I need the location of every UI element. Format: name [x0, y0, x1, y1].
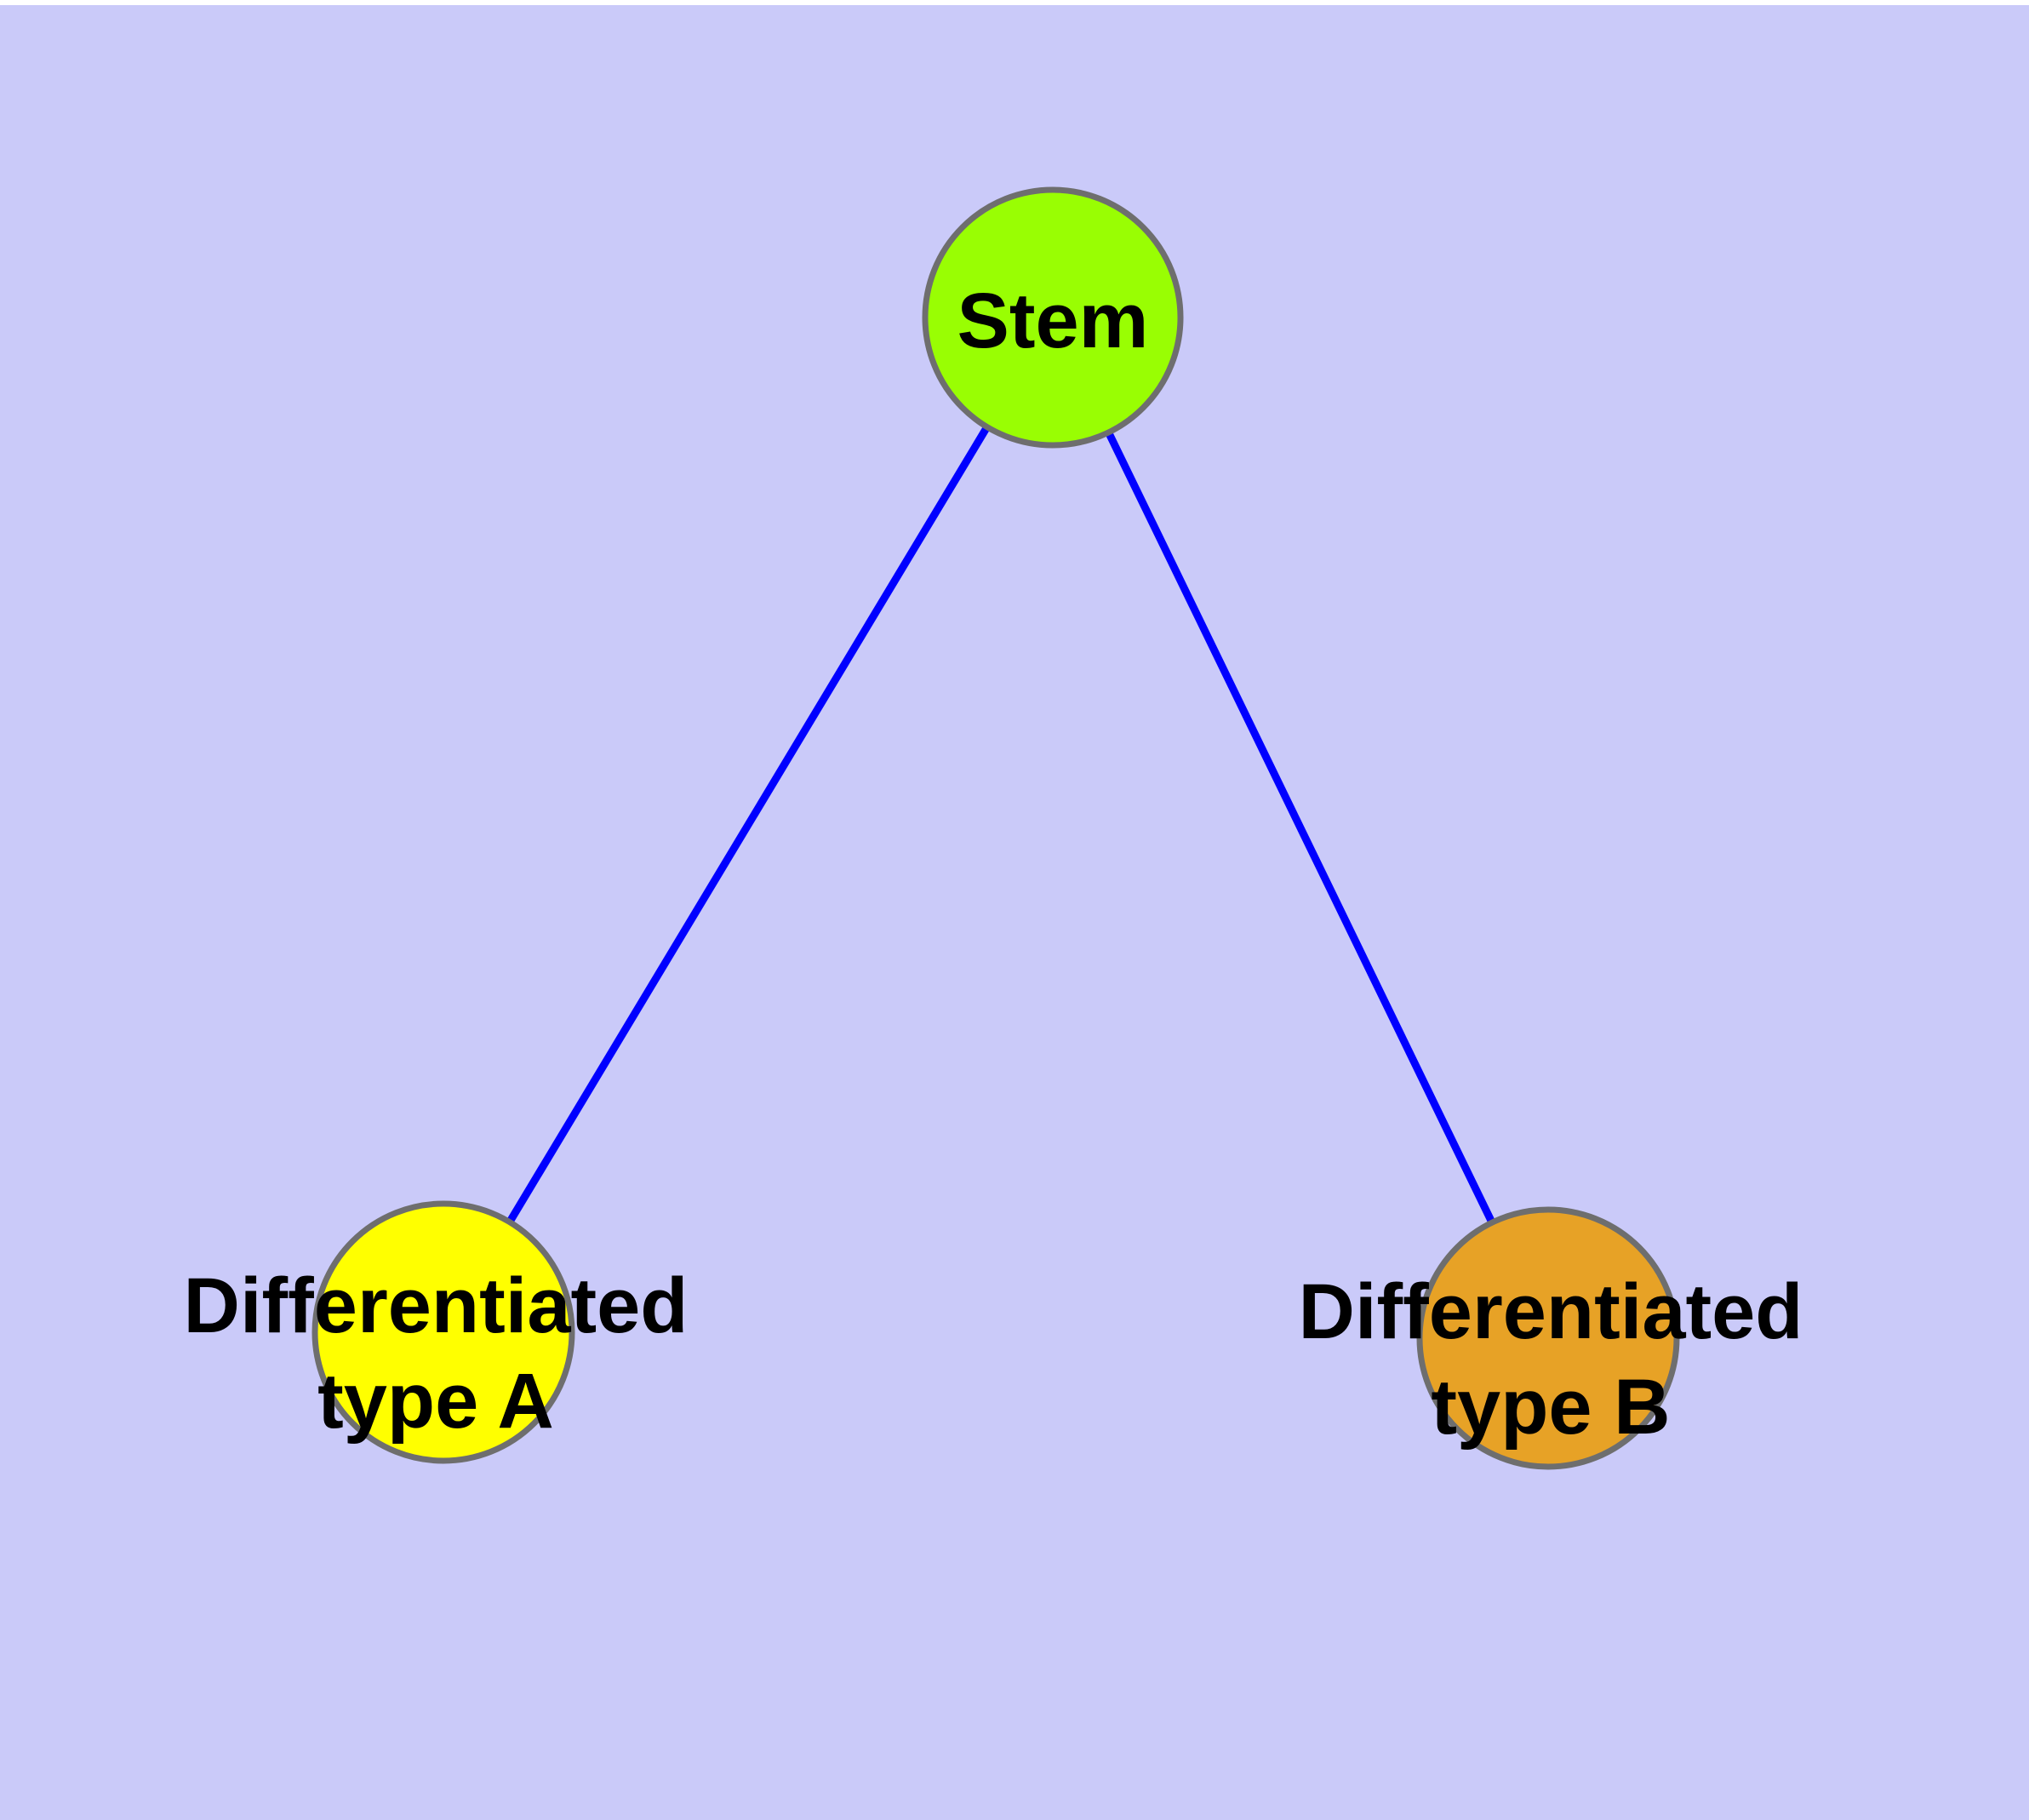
node-differentiated-a-circle [311, 1200, 575, 1464]
edge-stem-to-type-a [440, 315, 1056, 1335]
node-stem-circle [922, 186, 1184, 449]
top-margin-strip [0, 0, 2029, 5]
edge-stem-to-type-b [1049, 316, 1552, 1340]
node-differentiated-b-circle [1416, 1206, 1680, 1470]
